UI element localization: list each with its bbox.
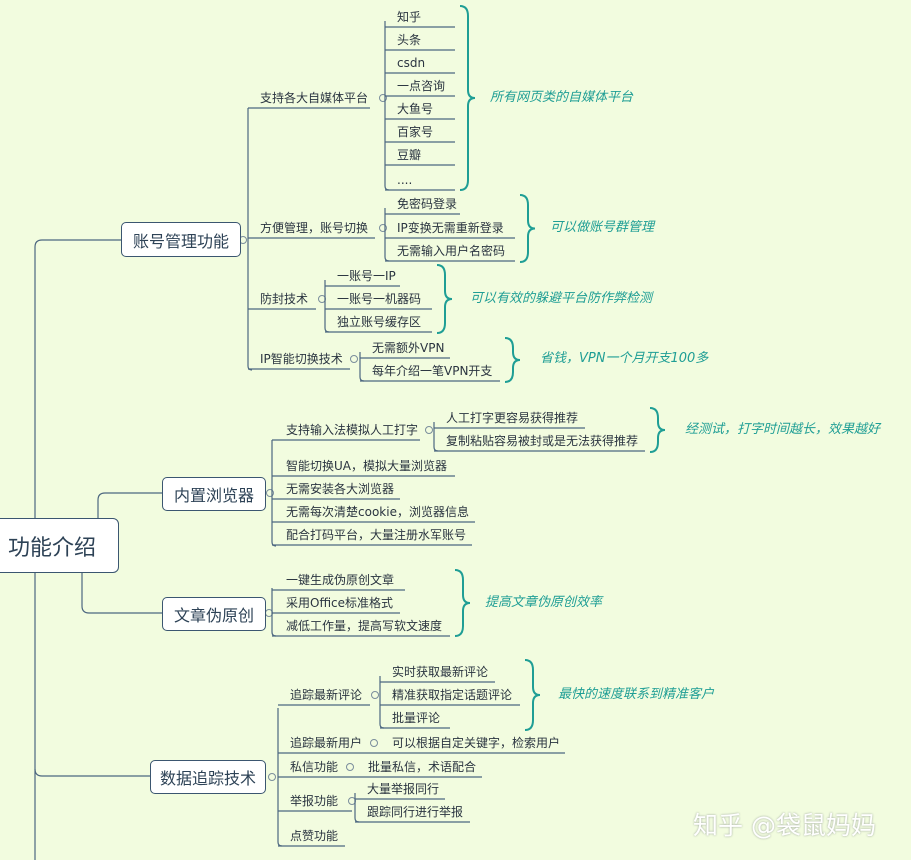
connector-line	[359, 352, 365, 382]
connector-line	[384, 208, 390, 262]
collapse-toggle-icon[interactable]	[268, 773, 276, 781]
connector-line	[379, 676, 385, 729]
topic-label[interactable]: 减低工作量，提高写软文速度	[286, 619, 443, 633]
branch-label: 文章伪原创	[173, 606, 254, 625]
brace-icon	[436, 264, 453, 334]
topic-label[interactable]: 一键生成伪原创文章	[286, 573, 395, 587]
subtopic-item[interactable]: 可以根据自定关键字，检索用户	[392, 736, 561, 750]
platform-item[interactable]: ....	[397, 173, 413, 187]
collapse-toggle-icon[interactable]	[350, 355, 358, 363]
subtopic-item[interactable]: IP变换无需重新登录	[397, 221, 504, 235]
subtopic-item[interactable]: 复制粘贴容易被封或是无法获得推荐	[446, 434, 639, 448]
root-topic-label: 功能介绍	[7, 535, 96, 561]
branch-built-in-browser[interactable]: 内置浏览器	[162, 477, 266, 511]
subtopic-item[interactable]: 批量评论	[392, 711, 441, 725]
platform-item[interactable]: 一点咨询	[397, 79, 446, 93]
root-topic[interactable]: 功能介绍	[0, 518, 119, 573]
branch-label: 账号管理功能	[132, 231, 229, 251]
connector-line	[324, 280, 330, 333]
topic-label[interactable]: 支持输入法模拟人工打字	[286, 423, 419, 437]
topic-label[interactable]: 追踪最新评论	[290, 688, 363, 702]
topic-label[interactable]: IP智能切换技术	[260, 352, 343, 366]
subtopic-item[interactable]: 无需额外VPN	[372, 341, 445, 355]
platform-item[interactable]: 百家号	[397, 125, 434, 139]
note-annotation: 经测试，打字时间越长，效果越好	[685, 422, 881, 437]
topic-label[interactable]: 支持各大自媒体平台	[260, 91, 369, 105]
connector-line	[433, 422, 439, 452]
platform-item[interactable]: csdn	[397, 56, 426, 70]
topic-label[interactable]: 追踪最新用户	[290, 736, 363, 750]
subtopic-item[interactable]: 每年介绍一笔VPN开支	[372, 364, 493, 378]
brace-icon	[504, 337, 521, 383]
branch-data-tracking[interactable]: 数据追踪技术	[150, 760, 266, 794]
brace-icon	[649, 407, 666, 453]
platform-item[interactable]: 豆瓣	[397, 148, 422, 162]
brace-icon	[524, 659, 541, 731]
subtopic-item[interactable]: 精准获取指定话题评论	[392, 688, 513, 702]
branch-label: 内置浏览器	[173, 486, 254, 505]
brace-icon	[459, 5, 476, 191]
subtopic-item[interactable]: 大量举报同行	[367, 782, 440, 796]
collapse-toggle-icon[interactable]	[346, 763, 354, 771]
subtopic-item[interactable]: 无需输入用户名密码	[397, 244, 506, 258]
topic-label[interactable]: 方便管理，账号切换	[260, 221, 369, 235]
topic-label[interactable]: 智能切换UA，模拟大量浏览器	[286, 459, 447, 473]
subtopic-item[interactable]: 一账号一IP	[337, 269, 396, 283]
platform-item[interactable]: 头条	[397, 33, 422, 47]
branch-account-management[interactable]: 账号管理功能	[121, 222, 241, 257]
topic-label[interactable]: 采用Office标准格式	[286, 596, 394, 610]
watermark: 知乎 @袋鼠妈妈	[693, 811, 876, 840]
note-annotation: 可以有效的躲避平台防作弊检测	[470, 291, 653, 306]
topic-label[interactable]: 无需安装各大浏览器	[286, 482, 395, 496]
collapse-toggle-icon[interactable]	[370, 739, 378, 747]
note-annotation: 所有网页类的自媒体平台	[490, 90, 634, 105]
subtopic-item[interactable]: 免密码登录	[397, 197, 458, 211]
topic-label[interactable]: 举报功能	[290, 794, 339, 808]
subtopic-item[interactable]: 批量私信，术语配合	[368, 760, 477, 774]
topic-label[interactable]: 配合打码平台，大量注册水军账号	[286, 528, 467, 542]
branch-article-rewrite[interactable]: 文章伪原创	[162, 597, 266, 631]
subtopic-item[interactable]: 人工打字更容易获得推荐	[446, 411, 579, 425]
platform-item[interactable]: 知乎	[397, 10, 422, 24]
subtopic-item[interactable]: 实时获取最新评论	[392, 665, 489, 679]
topic-label[interactable]: 无需每次清楚cookie，浏览器信息	[286, 505, 469, 519]
topic-label[interactable]: 私信功能	[290, 760, 339, 774]
note-annotation: 省钱，VPN一个月开支100多	[540, 351, 709, 366]
note-annotation: 提高文章伪原创效率	[485, 595, 603, 610]
note-annotation: 可以做账号群管理	[550, 220, 655, 235]
connector-line	[34, 768, 150, 777]
connector-line	[271, 588, 277, 637]
connector-line	[247, 108, 253, 371]
subtopic-item[interactable]: 独立账号缓存区	[337, 315, 422, 329]
collapse-toggle-icon[interactable]	[425, 426, 433, 434]
subtopic-item[interactable]: 一账号一机器码	[337, 292, 422, 306]
collapse-toggle-icon[interactable]	[371, 691, 379, 699]
connector-line	[81, 573, 162, 614]
note-annotation: 最快的速度联系到精准客户	[558, 687, 715, 702]
platform-item[interactable]: 大鱼号	[397, 102, 434, 116]
connector-line	[97, 492, 162, 518]
topic-label[interactable]: 防封技术	[260, 292, 309, 306]
brace-icon	[519, 194, 536, 263]
brace-icon	[454, 569, 471, 637]
branch-label: 数据追踪技术	[159, 769, 256, 788]
connector-line	[34, 239, 121, 860]
subtopic-item[interactable]: 跟踪同行进行举报	[367, 805, 464, 819]
topic-label[interactable]: 点赞功能	[290, 829, 339, 843]
connector-line	[354, 793, 360, 823]
